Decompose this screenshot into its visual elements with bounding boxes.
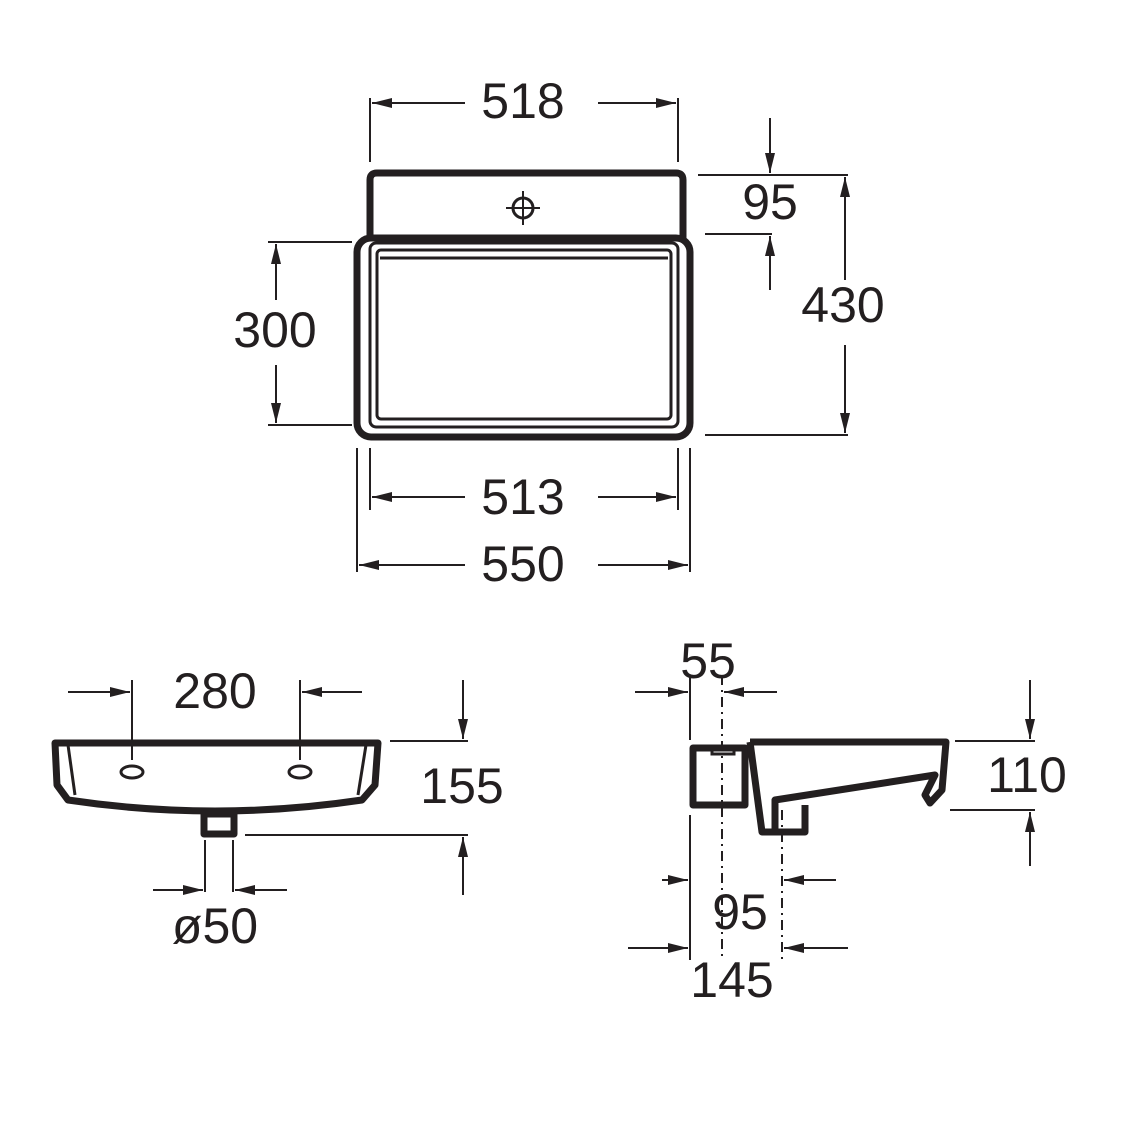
tap-deck-section [689, 744, 749, 809]
dim-total-depth: 430 [801, 277, 884, 333]
basin-wall-lines [66, 744, 368, 796]
dim-width-inner: 513 [481, 469, 564, 525]
dim-width-overall: 550 [481, 536, 564, 592]
basin-outline [353, 234, 694, 441]
bowl-inner [375, 248, 673, 421]
dim-hole-spacing: 280 [173, 663, 256, 719]
dim-waste-offset: 95 [712, 884, 768, 940]
side-view: 55 110 95 145 [628, 633, 1067, 1008]
waste-outlet [200, 810, 238, 838]
tap-hole-right [287, 764, 313, 780]
basin-rim [368, 241, 680, 429]
tap-hole-left [119, 764, 145, 780]
dim-width-top: 518 [481, 73, 564, 129]
basin-front-outline [51, 739, 382, 815]
dim-tap-deck-depth: 95 [742, 174, 798, 230]
dim-front-height: 155 [420, 758, 503, 814]
dim-tap-offset: 55 [680, 633, 736, 689]
dim-waste-offset-total: 145 [690, 952, 773, 1008]
dim-waste-diameter: ø50 [172, 898, 258, 954]
dim-side-height: 110 [987, 747, 1067, 803]
top-view: 518 95 430 300 513 550 [233, 73, 884, 592]
dim-bowl-depth: 300 [233, 302, 316, 358]
basin-side-outline [746, 738, 950, 836]
tap-deck-outline [366, 169, 687, 238]
front-view: 280 155 ø50 [51, 663, 504, 954]
tap-hole-icon [506, 191, 540, 225]
